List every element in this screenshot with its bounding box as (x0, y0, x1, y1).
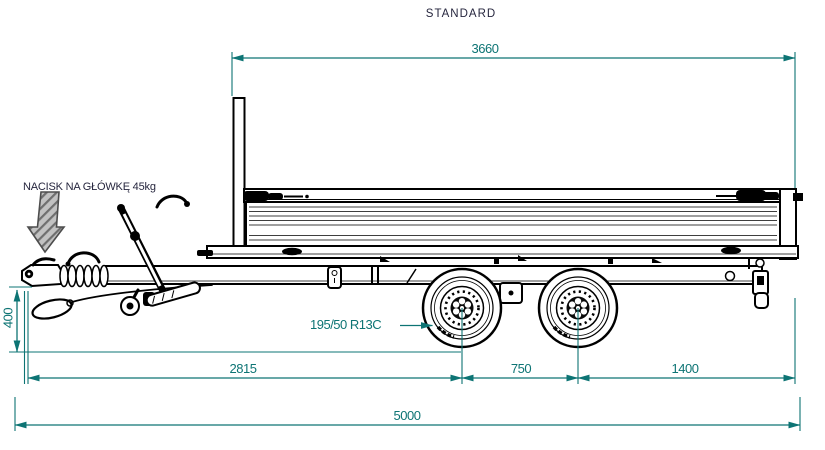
dim-axle-spacing-value: 750 (511, 361, 531, 376)
drawing-title: STANDARD (426, 8, 496, 20)
dim-rear-axle-to-tail: 1400 (577, 361, 796, 382)
dim-coupling-to-front-axle-value: 2815 (230, 361, 257, 376)
breakaway-cable-loop (31, 298, 73, 320)
tire-size-callout: 195/50 R13C (310, 317, 433, 332)
damper-bellows (59, 264, 109, 288)
tie-down-loop (282, 247, 302, 256)
frame-bracket (327, 266, 342, 289)
sideboard-top-rail (243, 188, 797, 203)
dim-bed-length-value: 3660 (472, 41, 499, 56)
dim-total-length-value: 5000 (394, 408, 421, 423)
dim-axle-spacing: 750 (461, 361, 579, 382)
dim-rear-axle-to-tail-value: 1400 (672, 361, 699, 376)
dim-coupling-height: 400 (1, 289, 21, 353)
front-board-latch (243, 191, 309, 201)
dim-total-length: 5000 (14, 408, 801, 429)
hitch-assembly (21, 194, 213, 320)
tongue-load-label: NACISK NA GŁÓWKĘ 45kg (23, 180, 156, 193)
load-direction-arrow (26, 191, 66, 254)
dimension-layer: 3660 400 2815 750 1400 5000 195/50 R13C (1, 41, 801, 431)
dim-bed-length: 3660 (231, 41, 796, 62)
rear-board-latch (716, 190, 803, 201)
jockey-wheel (117, 194, 190, 316)
tie-down-loop (721, 246, 741, 255)
front-board-post (232, 97, 246, 249)
handbrake-lever (143, 281, 201, 307)
dim-coupling-to-front-axle: 2815 (27, 361, 463, 382)
sideboard-panel (245, 201, 781, 247)
dim-coupling-height-value: 400 (1, 308, 16, 328)
frame-hole (724, 270, 736, 282)
tandem-axle (421, 259, 619, 349)
tire-size-label: 195/50 R13C (310, 317, 381, 332)
coupling-lever (31, 257, 56, 267)
